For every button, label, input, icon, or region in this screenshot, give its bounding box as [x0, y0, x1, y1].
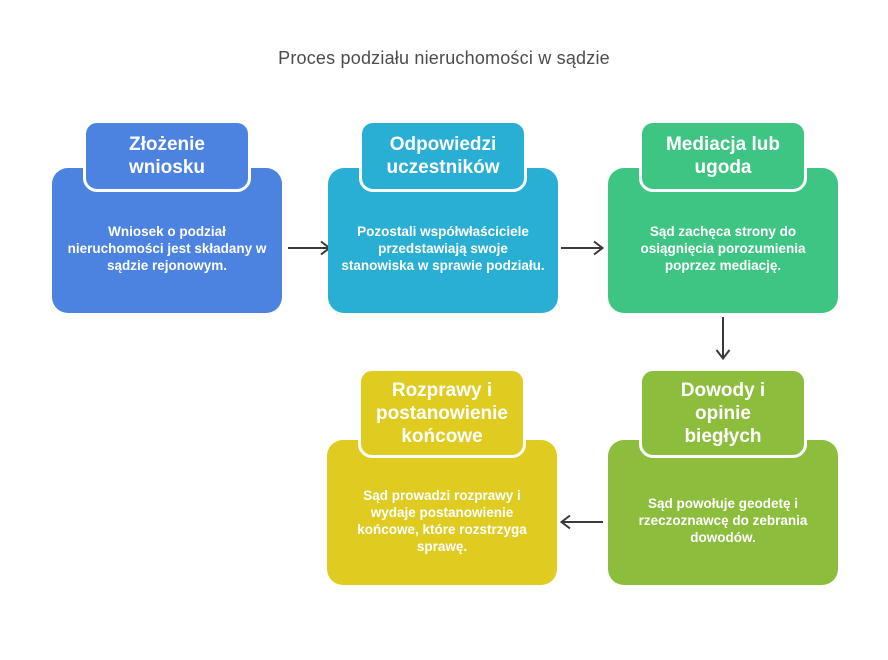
node-description: Sąd zachęca strony do osiągnięcia porozu…: [640, 224, 806, 273]
node-title: Dowody i opinie biegłych: [680, 379, 766, 447]
node-title: Odpowiedzi uczestników: [386, 134, 500, 178]
node-description: Pozostali współwłaściciele przedstawiają…: [341, 224, 545, 273]
node-body: Sąd zachęca strony do osiągnięcia porozu…: [608, 168, 838, 313]
node-body: Sąd prowadzi rozprawy i wydaje postanowi…: [327, 440, 557, 585]
flow-node-zlozenie-wniosku: Wniosek o podział nieruchomości jest skł…: [52, 120, 282, 313]
arrow-down-step3-to-step4: [713, 316, 733, 362]
node-description: Wniosek o podział nieruchomości jest skł…: [67, 224, 267, 273]
node-title: Złożenie wniosku: [128, 134, 205, 178]
flow-node-rozprawy-i-postanowienie-koncowe: Sąd prowadzi rozprawy i wydaje postanowi…: [327, 368, 557, 585]
flow-node-odpowiedzi-uczestnikow: Pozostali współwłaściciele przedstawiają…: [328, 120, 558, 313]
node-header: Odpowiedzi uczestników: [359, 120, 527, 192]
node-title: Rozprawy i postanowienie końcowe: [376, 379, 508, 447]
node-body: Wniosek o podział nieruchomości jest skł…: [52, 168, 282, 313]
arrow-right-step2-to-step3: [560, 238, 606, 258]
node-body: Sąd powołuje geodetę i rzeczoznawcę do z…: [608, 440, 838, 585]
node-body: Pozostali współwłaściciele przedstawiają…: [328, 168, 558, 313]
node-description: Sąd powołuje geodetę i rzeczoznawcę do z…: [638, 496, 808, 545]
node-header: Rozprawy i postanowienie końcowe: [358, 368, 526, 458]
node-header: Dowody i opinie biegłych: [639, 368, 807, 458]
page-title: Proces podziału nieruchomości w sądzie: [278, 48, 610, 68]
flow-node-mediacja-lub-ugoda: Sąd zachęca strony do osiągnięcia porozu…: [608, 120, 838, 313]
node-header: Złożenie wniosku: [83, 120, 251, 192]
arrow-right-step1-to-step2: [287, 238, 333, 258]
node-header: Mediacja lub ugoda: [639, 120, 807, 192]
arrow-left-step4-to-step5: [558, 512, 604, 532]
flow-node-dowody-i-opinie-bieglych: Sąd powołuje geodetę i rzeczoznawcę do z…: [608, 368, 838, 585]
node-title: Mediacja lub ugoda: [665, 134, 781, 178]
node-description: Sąd prowadzi rozprawy i wydaje postanowi…: [357, 487, 527, 554]
